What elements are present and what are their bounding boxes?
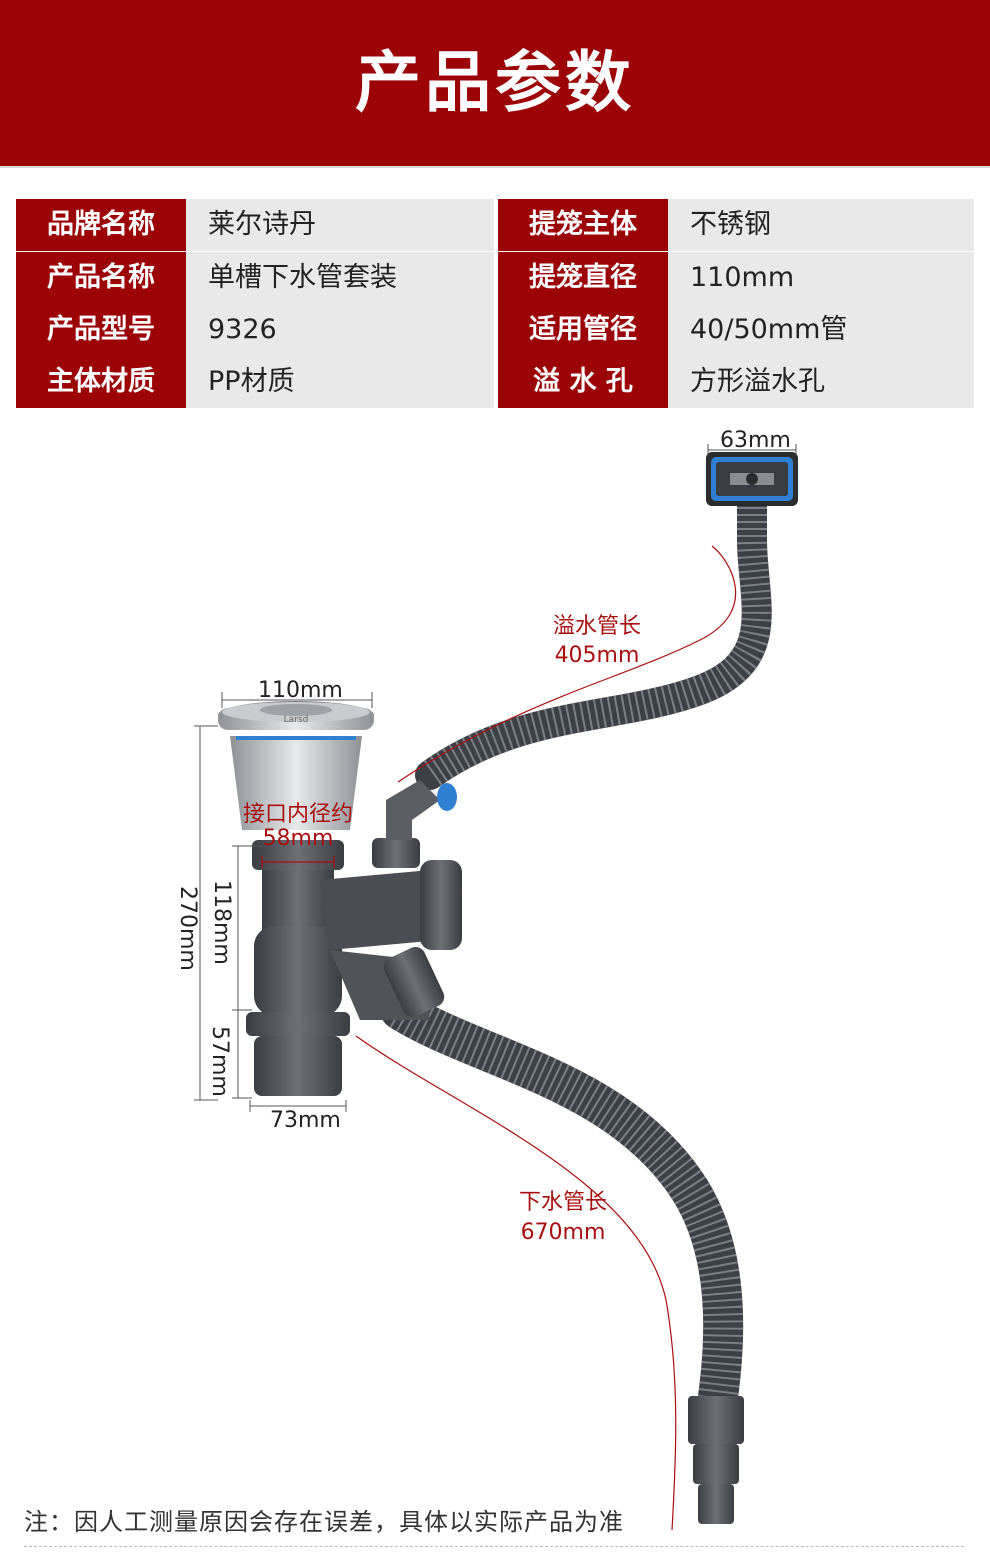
red-measure-lines	[261, 545, 737, 1531]
overflow-cover	[706, 452, 798, 506]
spec-key: 产品名称	[16, 252, 186, 304]
spec-row-pipe-diameter: 适用管径 40/50mm管	[498, 304, 974, 356]
spec-row-overflow-hole: 溢 水 孔 方形溢水孔	[498, 356, 974, 408]
dimension-lines	[194, 444, 797, 1112]
bottom-width-label: 73mm	[270, 1108, 341, 1133]
spec-row-basket-diameter: 提笼直径 110mm	[498, 252, 974, 304]
disclaimer-note: 注：因人工测量原因会存在误差，具体以实际产品为准	[24, 1508, 624, 1536]
spec-key: 产品型号	[16, 304, 186, 356]
spec-value: PP材质	[186, 356, 494, 408]
spec-value: 不锈钢	[668, 199, 974, 251]
spec-value: 单槽下水管套装	[186, 252, 494, 304]
spec-key: 溢 水 孔	[498, 356, 668, 408]
spec-key: 主体材质	[16, 356, 186, 408]
header-banner: 产品参数	[0, 0, 990, 168]
drain-body	[246, 780, 462, 1096]
spec-value: 方形溢水孔	[668, 356, 974, 408]
spec-row-brand: 品牌名称 莱尔诗丹	[16, 199, 494, 251]
spec-key: 提笼直径	[498, 252, 668, 304]
spec-value: 40/50mm管	[668, 304, 974, 356]
spec-row-material: 主体材质 PP材质	[16, 356, 494, 408]
spec-row-product-name: 产品名称 单槽下水管套装	[16, 252, 494, 304]
drain-pipe-length: 670mm	[520, 1220, 606, 1245]
drain-pipe-name: 下水管长	[518, 1190, 607, 1215]
upper-height-label: 118mm	[209, 880, 234, 965]
overflow-pipe-name: 溢水管长	[552, 614, 641, 639]
basket-diameter-label: 110mm	[258, 678, 343, 703]
footer-divider	[24, 1546, 964, 1547]
spec-row-model: 产品型号 9326	[16, 304, 494, 356]
drain-hose	[380, 990, 744, 1440]
inner-diameter-value: 58mm	[262, 826, 334, 851]
page-title: 产品参数	[355, 44, 635, 121]
spec-row-basket-body: 提笼主体 不锈钢	[498, 199, 974, 251]
inner-diameter-name: 接口内径约	[242, 802, 353, 827]
spec-value: 莱尔诗丹	[186, 199, 494, 251]
drain-end-connector	[688, 1396, 744, 1524]
overflow-width-label: 63mm	[720, 428, 791, 453]
spec-value: 9326	[186, 304, 494, 356]
lower-height-label: 57mm	[207, 1026, 232, 1097]
overflow-pipe-length: 405mm	[554, 643, 640, 668]
spec-value: 110mm	[668, 252, 974, 304]
total-height-label: 270mm	[175, 886, 200, 971]
spec-key: 适用管径	[498, 304, 668, 356]
spec-key: 提笼主体	[498, 199, 668, 251]
spec-key: 品牌名称	[16, 199, 186, 251]
brand-mark: Larsd	[284, 715, 309, 725]
basket-strainer: Larsd	[218, 701, 374, 830]
